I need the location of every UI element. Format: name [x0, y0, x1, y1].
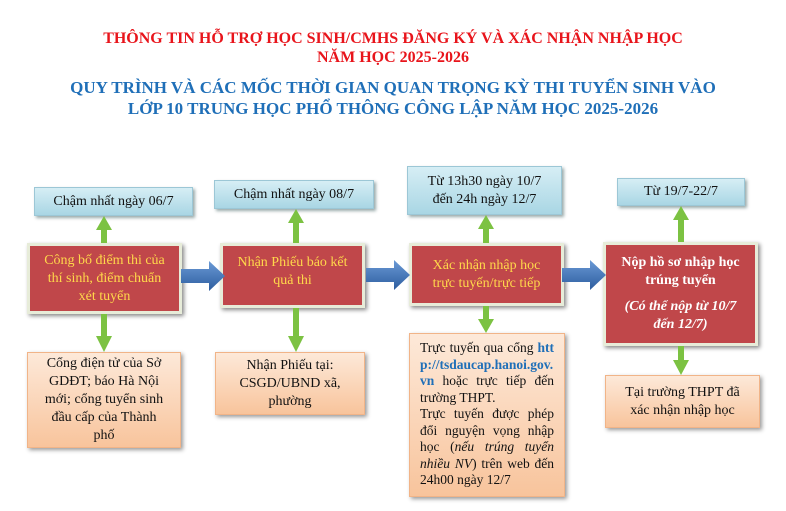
- step-text: Nộp hồ sơ nhập học: [621, 255, 740, 270]
- date-box-4: Từ 19/7-22/7: [617, 178, 745, 206]
- info-text: CSGD/UBND xã,: [239, 375, 341, 391]
- step-text: Xác nhận nhập học: [432, 257, 541, 273]
- right-arrow-icon: [562, 260, 606, 290]
- step-text: xét tuyển: [78, 288, 131, 304]
- step-text: thí sinh, điểm chuẩn: [47, 270, 162, 286]
- info-box-3: Trực tuyến qua cổng http://tsdaucap.hano…: [409, 333, 565, 497]
- info-text: phố: [93, 428, 115, 443]
- info-text: Trực tuyến được phép đổi nguyện vọng nhậ…: [420, 406, 554, 454]
- date-text: đến 24h ngày 12/7: [432, 191, 537, 207]
- right-arrow-icon: [366, 260, 410, 290]
- info-text: Tại trường THPT đã: [625, 384, 740, 400]
- up-arrow-icon: [288, 209, 304, 243]
- up-arrow-icon: [96, 216, 112, 243]
- info-text-italic: nếu trúng tuyển nhiều NV: [420, 439, 554, 471]
- date-box-3: Từ 13h30 ngày 10/7 đến 24h ngày 12/7: [407, 166, 562, 215]
- info-box-4: Tại trường THPT đã xác nhận nhập học: [605, 375, 760, 428]
- title-line-1: THÔNG TIN HỖ TRỢ HỌC SINH/CMHS ĐĂNG KÝ V…: [103, 30, 683, 47]
- down-arrow-icon: [96, 314, 112, 352]
- right-arrow-icon: [181, 261, 225, 291]
- info-text: đầu cấp của Thành: [51, 410, 157, 425]
- step-text: trúng tuyển: [645, 273, 716, 288]
- date-text: Từ 19/7-22/7: [643, 184, 719, 199]
- info-text: Trực tuyến qua cổng: [420, 340, 534, 355]
- down-arrow-icon: [673, 346, 689, 375]
- info-text: phường: [268, 393, 312, 409]
- step-text: quả thi: [273, 273, 312, 288]
- down-arrow-icon: [478, 306, 494, 333]
- step-text: Công bố điểm thi của: [44, 252, 165, 268]
- step-note: đến 12/7): [653, 317, 708, 332]
- info-box-1: Cổng điện tử của Sở GDĐT; báo Hà Nội mới; …: [27, 352, 181, 448]
- up-arrow-icon: [478, 215, 494, 243]
- date-text: Từ 13h30 ngày 10/7: [427, 173, 542, 189]
- info-text: Cổng điện tử của Sở: [46, 356, 162, 371]
- date-text: Chậm nhất ngày 06/7: [53, 193, 174, 209]
- step-box-1: Công bố điểm thi của thí sinh, điểm chuẩn…: [27, 243, 182, 314]
- step-text: trực tuyến/trực tiếp: [432, 275, 541, 291]
- title-line-2: NĂM HỌC 2025-2026: [317, 49, 469, 66]
- subtitle-line-1: QUY TRÌNH VÀ CÁC MỐC THỜI GIAN QUAN TRỌN…: [70, 78, 716, 97]
- info-text: GDĐT; báo Hà Nội: [48, 374, 160, 389]
- step-box-4: Nộp hồ sơ nhập học trúng tuyển (Có thể nộp…: [603, 242, 758, 346]
- step-box-2: Nhận Phiếu báo kết quả thi: [220, 243, 365, 308]
- date-box-1: Chậm nhất ngày 06/7: [34, 187, 193, 216]
- info-text: ) trên web đến 24h00 ngày 12/7: [420, 455, 555, 488]
- up-arrow-icon: [673, 206, 689, 242]
- info-box-2: Nhận Phiếu tại: CSGD/UBND xã, phường: [215, 352, 365, 415]
- info-text: Nhận Phiếu tại:: [246, 357, 334, 373]
- portal-link[interactable]: http://tsdaucap.hanoi.gov.vn: [420, 340, 554, 388]
- subtitle-line-2: LỚP 10 TRUNG HỌC PHỔ THÔNG CÔNG LẬP NĂM …: [127, 99, 659, 118]
- step-text: Nhận Phiếu báo kết: [237, 255, 348, 270]
- info-text: hoặc trực tiếp đến trường THPT.: [420, 373, 555, 405]
- down-arrow-icon: [288, 308, 304, 352]
- info-text: xác nhận nhập học: [630, 402, 735, 418]
- step-box-3: Xác nhận nhập học trực tuyến/trực tiếp: [409, 243, 564, 306]
- info-text: mới; cổng tuyển sinh: [44, 392, 164, 407]
- date-text: Chậm nhất ngày 08/7: [233, 186, 355, 202]
- date-box-2: Chậm nhất ngày 08/7: [214, 180, 374, 209]
- step-note: (Có thể nộp từ 10/7: [624, 299, 737, 314]
